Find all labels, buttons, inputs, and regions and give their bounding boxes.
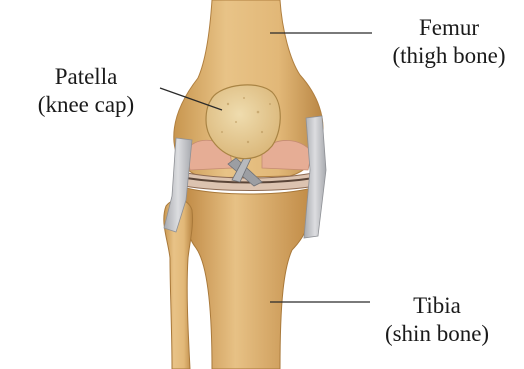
tibia-label: Tibia (shin bone) (372, 292, 502, 348)
patella-name: Patella (12, 63, 160, 91)
femur-label: Femur (thigh bone) (378, 14, 520, 70)
tibia-desc: (shin bone) (372, 320, 502, 348)
femur-desc: (thigh bone) (378, 42, 520, 70)
femur-name: Femur (378, 14, 520, 42)
tibia-bone (184, 188, 313, 369)
patella-label: Patella (knee cap) (12, 63, 160, 119)
patella-desc: (knee cap) (12, 91, 160, 119)
tibia-name: Tibia (372, 292, 502, 320)
